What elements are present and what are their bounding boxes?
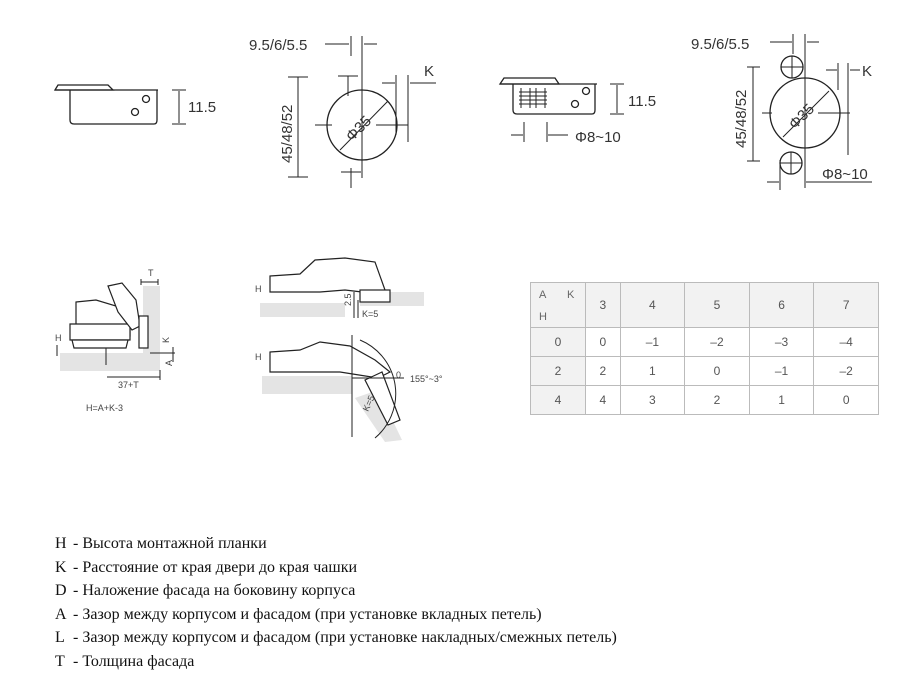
table-cell: –4	[813, 327, 879, 357]
cup-side-view: 11.5	[53, 84, 216, 125]
k-label-2: K	[862, 63, 872, 80]
offset-label: 9.5/6/5.5	[249, 37, 307, 54]
row-header: 0	[530, 327, 586, 357]
legend-key: L	[55, 629, 65, 646]
k5-label: K=5	[362, 309, 378, 319]
column-header: 4	[619, 282, 686, 328]
dowel-cup-side-view: 11.5 Φ8~10	[498, 77, 656, 146]
table-cell: 2	[585, 356, 621, 386]
legend-item: L - Зазор между корпусом и фасадом (при …	[55, 626, 617, 650]
table-cell: –2	[684, 327, 750, 357]
table-corner-cell: A K H	[530, 282, 586, 328]
height-label-2: 11.5	[628, 93, 656, 110]
h-label: H	[55, 333, 62, 343]
dowel-cup-top-view: 9.5/6/5.5 Φ35 45/48/52 K Φ8~10	[691, 34, 872, 190]
dowel-diameter-label: Φ8~10	[575, 129, 621, 146]
legend-key: K	[55, 558, 67, 576]
legend-item: A - Зазор между корпусом и фасадом (при …	[55, 603, 617, 627]
overlay-install-diagram: H 2.5 K=5	[255, 257, 424, 319]
offset-label-2: 9.5/6/5.5	[691, 36, 749, 53]
corner-h: H	[539, 311, 547, 323]
table-cell: –3	[748, 327, 815, 357]
table-cell: 1	[748, 385, 815, 415]
legend-key: D	[55, 582, 67, 599]
table-cell: 3	[619, 385, 686, 415]
legend-key: T	[55, 652, 65, 670]
table-cell: –1	[748, 356, 815, 386]
table-cell: 4	[585, 385, 621, 415]
zero-label: 0	[396, 370, 401, 380]
legend-text: - Наложение фасада на боковину корпуса	[69, 582, 356, 599]
table-cell: 2	[684, 385, 750, 415]
table-cell: 0	[813, 385, 879, 415]
legend-text: - Зазор между корпусом и фасадом (при ус…	[69, 629, 617, 646]
legend-item: H - Высота монтажной планки	[55, 532, 617, 556]
formula-label: H=A+K-3	[86, 403, 123, 413]
corner-k: K	[567, 289, 575, 301]
column-header: 5	[684, 282, 750, 328]
table-row: 2 2 1 0 –1 –2	[530, 356, 879, 386]
legend-item: T - Толщина фасада	[55, 650, 617, 674]
table-row: 0 0 –1 –2 –3 –4	[530, 327, 879, 357]
a-label: A	[164, 360, 174, 366]
table-cell: –1	[619, 327, 686, 357]
inset-install-diagram: T H K A 37+T H=A+K-3	[55, 268, 175, 413]
angle-label: 155°~3°	[410, 374, 443, 384]
k-label-inset: K	[161, 337, 171, 343]
legend-text: - Толщина фасада	[69, 652, 195, 670]
row-header: 4	[530, 385, 586, 415]
cup-diameter-label: Φ35	[343, 113, 375, 145]
table-row: 4 4 3 2 1 0	[530, 385, 879, 415]
distance-label: 45/48/52	[279, 105, 296, 163]
k-label: K	[424, 63, 434, 80]
column-header: 7	[813, 282, 879, 328]
cup-top-view: 9.5/6/5.5 Φ35 45/48/52 K	[249, 36, 436, 188]
legend-key: H	[55, 535, 67, 552]
gap-label: 2.5	[343, 293, 353, 306]
legend-text: - Зазор между корпусом и фасадом (при ус…	[69, 605, 542, 623]
table-cell: –2	[813, 356, 879, 386]
legend-item: D - Наложение фасада на боковину корпуса	[55, 579, 617, 603]
cup-diameter-label-2: Φ35	[786, 101, 818, 133]
table-cell: 0	[585, 327, 621, 357]
table-header-row: A K H 3 4 5 6 7	[530, 282, 879, 328]
legend-text: - Расстояние от края двери до края чашки	[69, 558, 358, 576]
dowel-diameter-label-2: Φ8~10	[822, 166, 868, 183]
legend: H - Высота монтажной планки K - Расстоян…	[55, 532, 617, 673]
row-header: 2	[530, 356, 586, 386]
legend-key: A	[55, 605, 67, 623]
column-header: 3	[585, 282, 621, 328]
column-header: 6	[748, 282, 815, 328]
width-label: 37+T	[118, 380, 139, 390]
opening-angle-diagram: H 0 155°~3° K=5	[255, 335, 443, 442]
h-label-2: H	[255, 284, 262, 294]
distance-label-2: 45/48/52	[733, 90, 750, 148]
height-label: 11.5	[188, 99, 216, 116]
t-label: T	[148, 268, 154, 278]
table-cell: 0	[684, 356, 750, 386]
adjustment-table: A K H 3 4 5 6 7 0 0 –1 –2 –3 –4 2 2 1 0 …	[530, 282, 879, 415]
table-cell: 1	[619, 356, 686, 386]
corner-a: A	[539, 289, 547, 301]
h-label-3: H	[255, 352, 262, 362]
legend-item: K - Расстояние от края двери до края чаш…	[55, 556, 617, 580]
legend-text: - Высота монтажной планки	[69, 535, 267, 552]
